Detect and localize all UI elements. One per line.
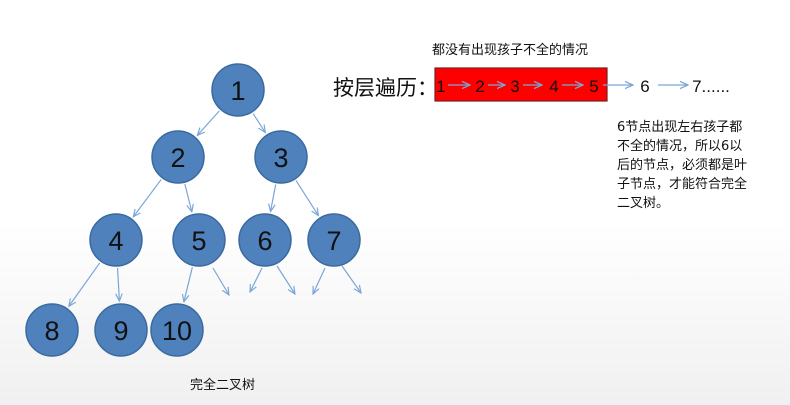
node-label: 9 — [113, 316, 128, 346]
caption-bottom: 完全二叉树 — [190, 378, 256, 393]
tree-edges — [69, 110, 319, 307]
tree-node: 1 — [211, 63, 265, 117]
tree-edge — [69, 262, 101, 307]
side-note-line: 不全的情况，所以6以 — [617, 139, 743, 154]
caption-top: 都没有出现孩子不全的情况 — [432, 43, 589, 58]
empty-child-arrows — [212, 265, 361, 295]
side-note-line: 子节点，才能符合完全 — [617, 177, 748, 192]
traversal-label: 按层遍历： — [333, 76, 438, 100]
node-circle — [211, 63, 265, 117]
tree-edge — [295, 180, 318, 216]
tree-node: 3 — [254, 130, 308, 184]
node-circle — [151, 130, 205, 184]
node-label: 7 — [326, 226, 341, 256]
node-circle — [89, 213, 143, 267]
tree-edge — [133, 179, 162, 216]
tree-edge — [118, 267, 120, 301]
node-circle — [307, 213, 361, 267]
tree-edge — [252, 113, 265, 133]
node-label: 5 — [191, 226, 206, 256]
node-circle — [150, 303, 204, 357]
tree-nodes: 1 2 3 4 5 6 7 8 9 10 — [25, 63, 361, 357]
missing-child-arrow — [276, 265, 295, 294]
node-label: 8 — [44, 316, 59, 346]
tree-node: 5 — [172, 213, 226, 267]
node-circle — [254, 130, 308, 184]
sequence-item: 6 — [640, 77, 649, 96]
sequence-item: 1 — [436, 77, 445, 96]
node-label: 2 — [170, 143, 185, 173]
traversal-sequence: 1 2 3 4 5 6 7...... — [434, 67, 730, 102]
missing-child-arrow — [212, 267, 229, 295]
tree-node: 9 — [94, 303, 148, 357]
node-label: 10 — [162, 316, 192, 346]
sequence-item: 3 — [510, 77, 519, 96]
tree-node: 7 — [307, 213, 361, 267]
tree-node: 2 — [151, 130, 205, 184]
missing-child-arrow — [250, 267, 263, 292]
tree-edge — [270, 184, 277, 211]
missing-child-arrow — [341, 265, 361, 293]
missing-child-arrow — [313, 267, 326, 294]
tree-node: 8 — [25, 303, 79, 357]
sequence-item: 2 — [475, 77, 484, 96]
side-note-line: 6节点出现左右孩子都 — [617, 120, 743, 135]
node-circle — [94, 303, 148, 357]
tree-node: 6 — [238, 213, 292, 267]
tree-node: 10 — [150, 303, 204, 357]
node-circle — [172, 213, 226, 267]
node-label: 4 — [108, 226, 123, 256]
sequence-item: 4 — [549, 77, 558, 96]
side-note: 6节点出现左右孩子都 不全的情况，所以6以 后的节点，必须都是叶 子节点，才能符… — [617, 118, 777, 213]
node-label: 1 — [230, 76, 245, 106]
node-circle — [238, 213, 292, 267]
sequence-item: 5 — [589, 77, 598, 96]
sequence-item: 7...... — [692, 77, 730, 96]
side-note-line: 二叉树。 — [617, 196, 670, 211]
node-label: 6 — [257, 226, 272, 256]
tree-node: 4 — [89, 213, 143, 267]
tree-edge — [184, 183, 192, 212]
node-label: 3 — [273, 143, 288, 173]
tree-edge — [184, 267, 193, 302]
node-circle — [25, 303, 79, 357]
tree-edge — [197, 110, 220, 136]
side-note-line: 后的节点，必须都是叶 — [617, 158, 748, 173]
